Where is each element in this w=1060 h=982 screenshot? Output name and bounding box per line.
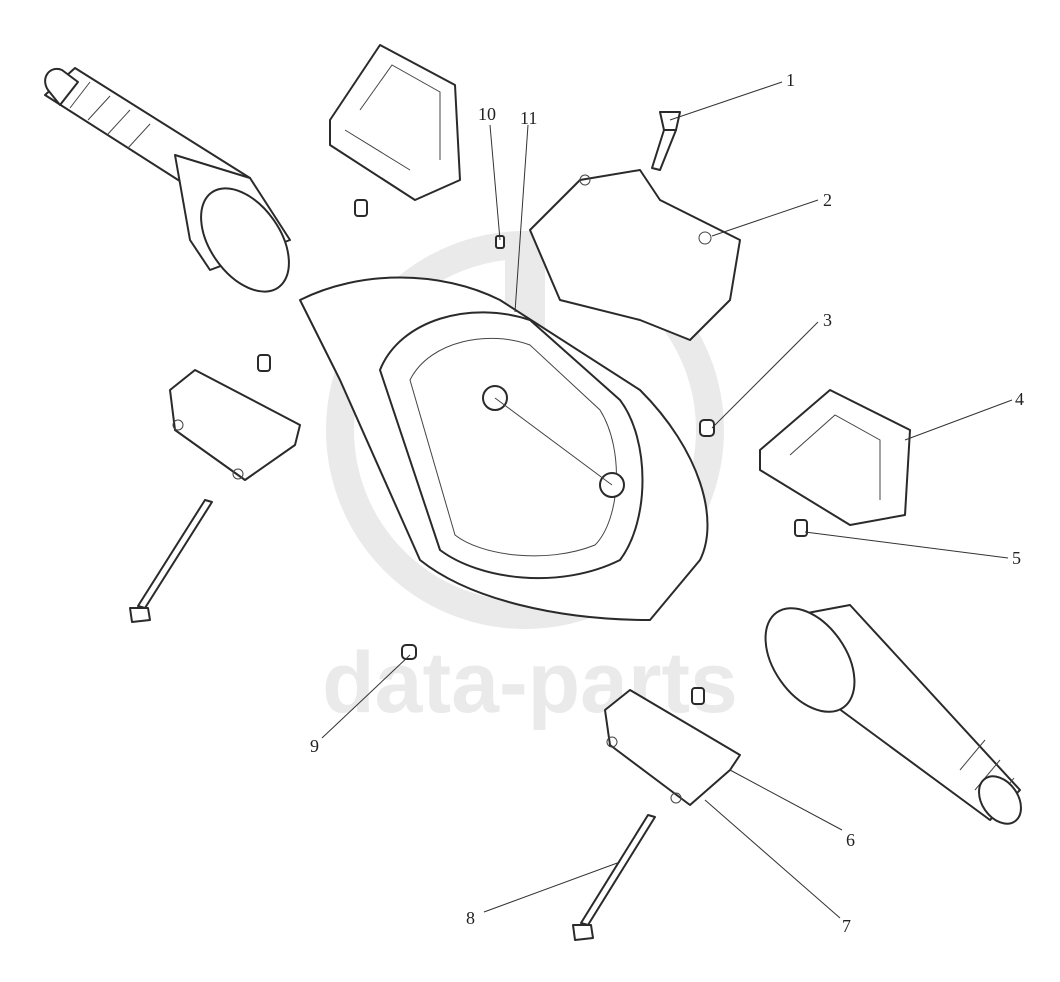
bushings — [257, 199, 808, 705]
callout-2: 2 — [823, 190, 832, 210]
axle-housing — [299, 276, 709, 621]
left-upper-seat — [329, 44, 461, 201]
top-bolt — [651, 111, 681, 171]
right-upper-seat — [759, 389, 911, 526]
callout-8: 8 — [466, 908, 475, 928]
left-axle-spindle — [44, 67, 291, 293]
callout-10: 10 — [478, 104, 496, 124]
left-lower-seat — [169, 369, 301, 481]
right-axle-spindle — [764, 604, 1022, 825]
callout-4: 4 — [1015, 389, 1024, 409]
callout-numbers: 1 2 3 4 5 6 7 8 9 10 11 — [310, 70, 1024, 936]
right-long-bolt — [572, 814, 656, 941]
callout-7: 7 — [842, 916, 851, 936]
left-long-bolt — [129, 499, 213, 623]
callout-5: 5 — [1012, 548, 1021, 568]
callout-11: 11 — [520, 108, 537, 128]
callout-6: 6 — [846, 830, 855, 850]
callout-9: 9 — [310, 736, 319, 756]
callout-1: 1 — [786, 70, 795, 90]
callout-leaders — [321, 81, 1013, 919]
callout-3: 3 — [823, 310, 832, 330]
center-bracket — [529, 169, 741, 341]
